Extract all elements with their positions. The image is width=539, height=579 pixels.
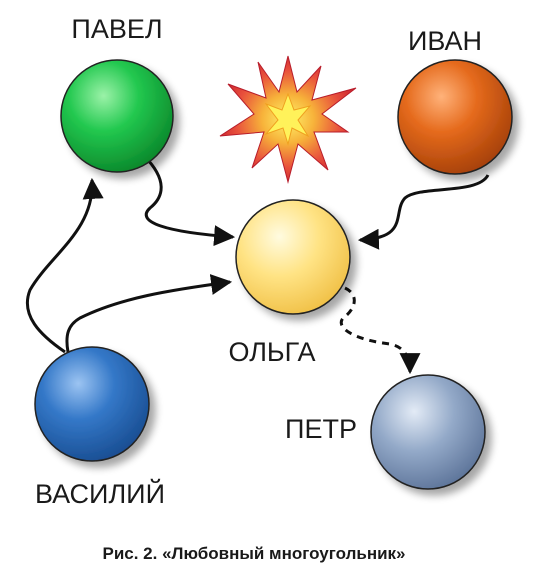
node-vasiliy: ВАСИЛИЙ: [34, 346, 165, 509]
vasiliy-circle: [34, 346, 150, 462]
olga-circle: [235, 199, 351, 315]
figure-caption: Рис. 2. «Любовный многоугольник»: [102, 544, 405, 563]
node-olga: ОЛЬГА: [229, 199, 351, 367]
edge-ivan-to-olga: [357, 174, 490, 250]
olga-label: ОЛЬГА: [229, 337, 316, 367]
pavel-label: ПАВЕЛ: [71, 14, 162, 44]
edge-vasiliy-to-pavel: [25, 177, 104, 354]
node-ivan: ИВАН: [397, 26, 513, 175]
vasiliy-label: ВАСИЛИЙ: [35, 478, 165, 509]
edge-vasiliy-to-olga: [65, 274, 233, 353]
petr-circle: [370, 374, 486, 490]
node-pavel: ПАВЕЛ: [60, 14, 174, 173]
ivan-label: ИВАН: [408, 26, 482, 56]
edge-olga-to-petr: [339, 286, 421, 375]
petr-label: ПЕТР: [285, 414, 357, 444]
edge-pavel-to-olga: [144, 159, 236, 247]
explosion-icon: [219, 55, 357, 184]
ivan-circle: [397, 59, 513, 175]
node-petr: ПЕТР: [285, 374, 486, 490]
pavel-circle: [60, 59, 174, 173]
